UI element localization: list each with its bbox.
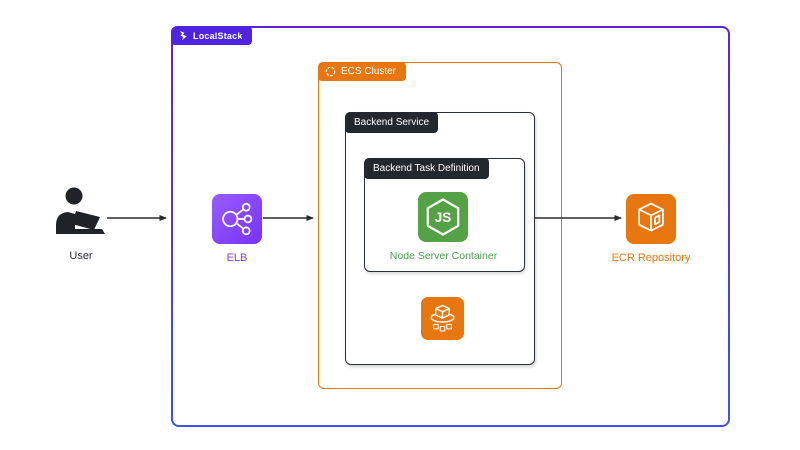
ecr-repository-node bbox=[626, 194, 676, 244]
backend-service-badge: Backend Service bbox=[345, 112, 439, 133]
ecs-cluster-icon bbox=[325, 66, 336, 77]
ecs-cluster-boundary-box bbox=[318, 62, 562, 389]
nodejs-hexagon-icon: JS bbox=[418, 192, 468, 242]
ecr-repository-label: ECR Repository bbox=[611, 252, 691, 264]
ecr-repository-icon bbox=[629, 197, 673, 241]
localstack-logo-icon bbox=[178, 30, 189, 41]
svg-text:JS: JS bbox=[435, 210, 452, 225]
backend-task-definition-badge-label: Backend Task Definition bbox=[373, 163, 480, 174]
ecs-service-icon bbox=[424, 300, 461, 337]
backend-task-definition-badge: Backend Task Definition bbox=[364, 158, 489, 179]
ecs-cluster-badge-label: ECS Cluster bbox=[341, 66, 397, 77]
localstack-badge: LocalStack bbox=[171, 26, 252, 45]
user-node bbox=[53, 186, 109, 238]
user-label: User bbox=[69, 250, 93, 262]
elb-node bbox=[212, 194, 262, 244]
node-server-node: JS bbox=[418, 192, 468, 242]
elastic-load-balancer-icon bbox=[216, 198, 258, 240]
elb-label: ELB bbox=[226, 252, 248, 264]
localstack-badge-label: LocalStack bbox=[193, 30, 243, 41]
person-at-laptop-icon bbox=[53, 186, 109, 238]
node-server-container-label: Node Server Container bbox=[389, 250, 498, 262]
ecs-cluster-badge: ECS Cluster bbox=[318, 62, 407, 81]
backend-service-badge-label: Backend Service bbox=[354, 117, 430, 128]
ecs-service-node bbox=[421, 297, 464, 340]
